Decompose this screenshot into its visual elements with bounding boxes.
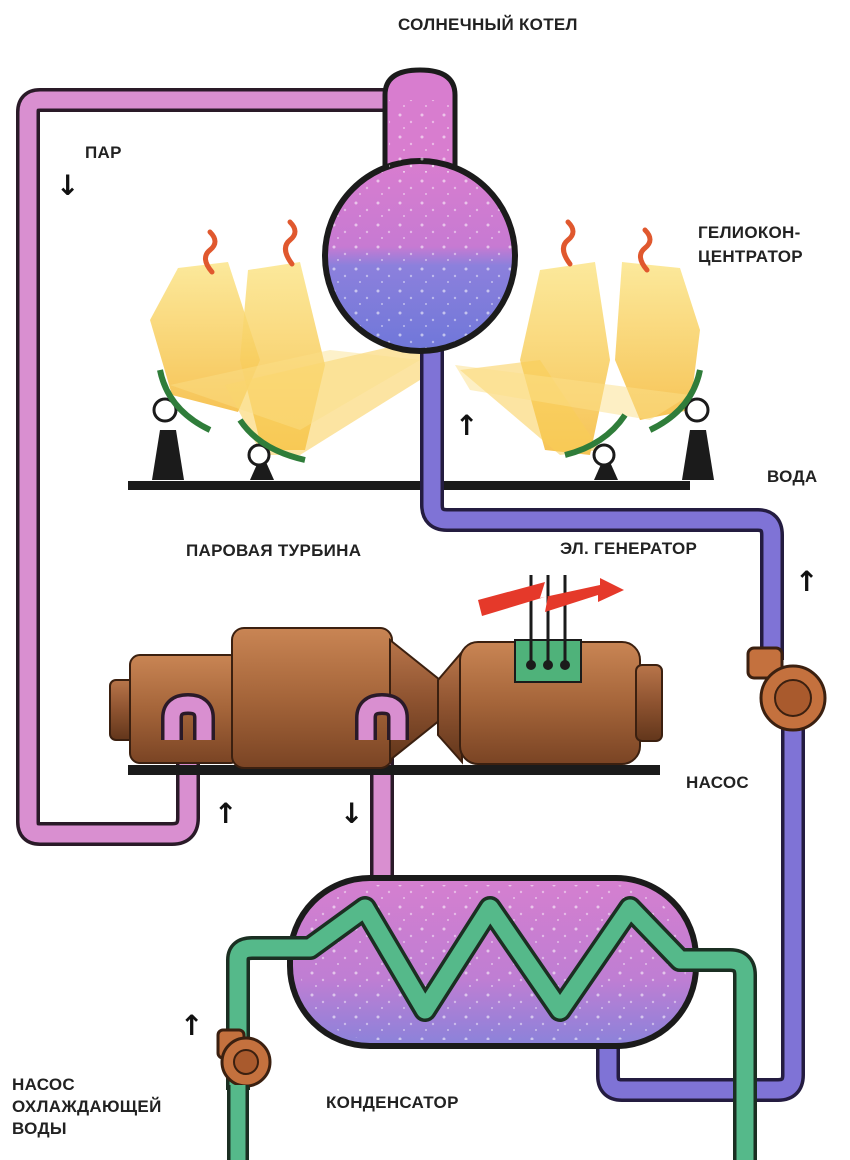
boiler-label: СОЛНЕЧНЫЙ КОТЕЛ [398,14,578,35]
concentrator-label-line2: ЦЕНТРАТОР [698,246,803,267]
water-flow-up-icon: ↑ [455,412,478,440]
turbine-base [128,765,660,775]
cooling-pump-label-line2: ОХЛАЖДАЮЩЕЙ [12,1096,162,1117]
feedwater-pump [748,648,825,730]
pump-label: НАСОС [686,772,749,793]
cooling-pump-label-line1: НАСОС [12,1074,75,1095]
steam-label: ПАР [85,142,122,163]
concentrator-label-line1: ГЕЛИОКОН- [698,222,801,243]
turbine-label: ПАРОВАЯ ТУРБИНА [186,540,361,561]
concentrator-base [128,481,690,490]
electricity-icon [478,578,624,616]
generator-label: ЭЛ. ГЕНЕРАТОР [560,538,697,559]
pump-flow-up-icon: ↑ [795,568,818,596]
turbine-outlet-down-icon: ↓ [340,800,363,828]
cooling-flow-up-icon: ↑ [180,1012,203,1040]
steam-flow-down-icon: ↓ [56,172,79,200]
turbine-inlet-up-icon: ↑ [214,800,237,828]
condenser-label: КОНДЕНСАТОР [326,1092,459,1113]
solar-boiler [325,70,515,351]
water-label: ВОДА [767,466,817,487]
cooling-water-pump [218,1030,270,1160]
cooling-pump-label-line3: ВОДЫ [12,1118,67,1139]
